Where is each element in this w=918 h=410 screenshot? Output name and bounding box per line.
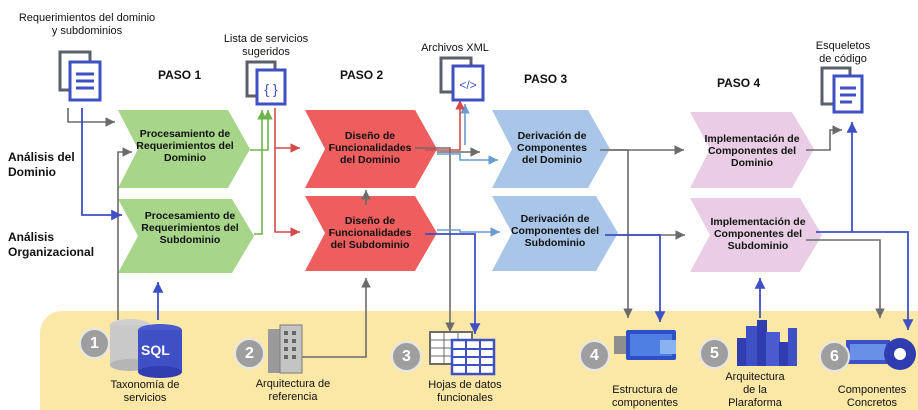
document-icon xyxy=(58,50,102,102)
asset-label-5: Arquitectura de la Plaraforma xyxy=(725,371,785,409)
chevron-p4-subdominio xyxy=(690,198,822,272)
p2-subdominio-text: Diseño de Funcionalidades del Subdominio xyxy=(328,215,412,251)
chevron-p1-dominio xyxy=(118,110,250,188)
paso-2-label: PASO 2 xyxy=(340,68,384,82)
services-list-icon: { } xyxy=(245,60,287,106)
concrete-components-icon xyxy=(846,338,916,370)
database-icon xyxy=(110,319,182,378)
asset-label-6: Componentes Concretos xyxy=(837,384,907,409)
asset-number-5: 5 xyxy=(699,338,730,369)
chevron-p2-subdominio xyxy=(305,196,437,271)
svg-text:</>: </> xyxy=(459,78,476,92)
xml-file-icon: </> xyxy=(439,56,485,102)
p1-dominio-text: Procesamiento de Requerimientos del Domi… xyxy=(136,128,234,164)
building-icon xyxy=(268,324,303,374)
asset-label-1: Taxonomía de servicios xyxy=(110,379,180,404)
requerimientos-label: Requerimientos del dominio y subdominios xyxy=(18,12,156,37)
chevron-p4-dominio xyxy=(690,112,814,188)
asset-number-4: 4 xyxy=(579,340,610,371)
chevron-p2-dominio xyxy=(305,110,437,188)
component-structure-icon xyxy=(614,330,676,360)
esqueletos-label: Esqueletos de código xyxy=(815,40,871,65)
asset-number-6: 6 xyxy=(819,341,850,372)
code-skeleton-icon xyxy=(820,66,864,114)
chevron-p1-subdominio xyxy=(118,199,254,273)
analisis-organizacional-label: Análisis Organizacional xyxy=(8,230,95,259)
p4-dominio-text: Implementación de Componentes del Domini… xyxy=(704,133,800,169)
asset-number-1: 1 xyxy=(79,328,110,359)
asset-label-4: Estructura de componentes xyxy=(611,384,679,409)
asset-number-3: 3 xyxy=(391,341,422,372)
chevron-p3-subdominio xyxy=(492,196,618,271)
p1-subdominio-text: Procesamiento de Requerimientos del Subd… xyxy=(141,210,239,246)
p2-dominio-text: Diseño de Funcionalidades del Dominio xyxy=(328,130,412,166)
asset-label-3: Hojas de datos funcionales xyxy=(428,379,502,404)
lista-servicios-label: Lista de servicios sugeridos xyxy=(223,33,309,58)
asset-number-2: 2 xyxy=(234,338,265,369)
p3-subdominio-text: Derivación de Componentes del Subdominio xyxy=(510,213,600,249)
paso-1-label: PASO 1 xyxy=(158,68,202,82)
analisis-dominio-label: Análisis del Dominio xyxy=(8,150,75,179)
chevron-p3-dominio xyxy=(492,110,610,188)
svg-text:{ }: { } xyxy=(264,81,278,97)
paso-3-label: PASO 3 xyxy=(524,72,568,86)
spreadsheet-icon xyxy=(429,331,496,376)
p4-subdominio-text: Implementación de Componentes del Subdom… xyxy=(710,216,806,252)
paso-4-label: PASO 4 xyxy=(717,76,761,90)
p3-dominio-text: Derivación de Componentes del Dominio xyxy=(516,130,587,166)
asset-label-2: Arquitectura de referencia xyxy=(255,378,331,403)
sql-icon-text: SQL xyxy=(141,342,170,358)
archivos-xml-label: Archivos XML xyxy=(421,42,489,54)
platform-architecture-icon xyxy=(737,320,797,366)
